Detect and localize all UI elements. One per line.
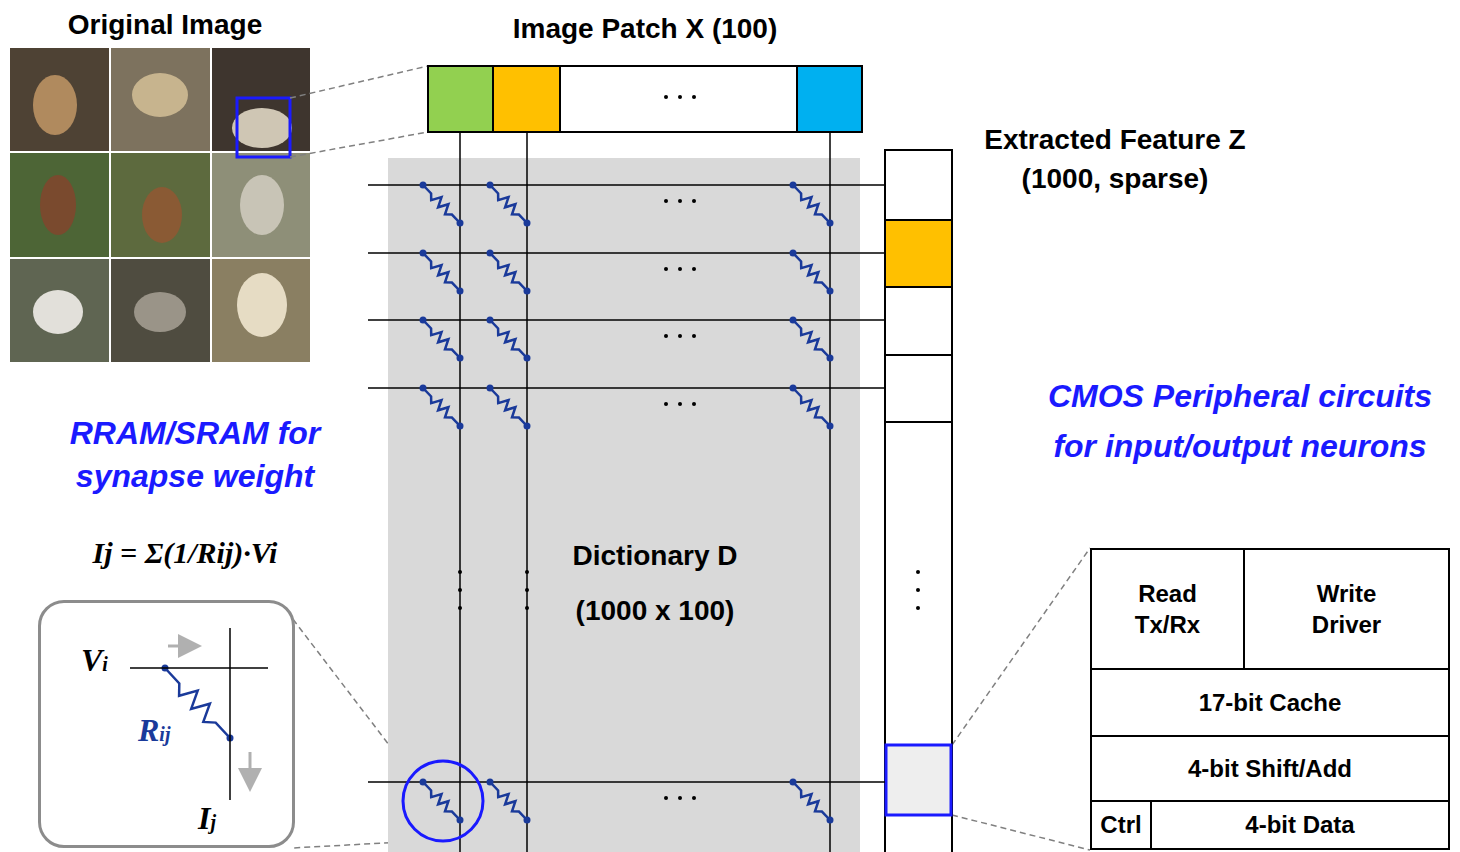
circuit-block: Read Tx/Rx [1090,548,1245,670]
photo-grid [10,48,310,362]
terminal-dot [827,355,834,362]
image-caption: Original Image [10,8,320,42]
terminal-dot [827,817,834,824]
resistor-symbol [423,388,460,426]
resistor-symbol [423,320,460,358]
resistor-symbol [165,668,230,738]
circuit-block: Write Driver [1243,548,1450,670]
terminal-dot [487,317,494,324]
resistor-symbol [490,782,527,820]
resistor-symbol [423,253,460,291]
node-text: 4-bit Data [1245,809,1354,840]
resistor-symbol [490,185,527,223]
terminal-dot [420,182,427,189]
terminal-dot [420,779,427,786]
terminal-dot [487,182,494,189]
resistor-symbol [793,320,830,358]
node-text: 4-bit Shift/Add [1188,753,1352,784]
vector-title: Image Patch X (100) [420,12,870,46]
terminal-dot [487,250,494,257]
node-text: 17-bit Cache [1199,687,1342,718]
circuit-block: 4-bit Data [1150,800,1450,850]
vector-title: Extracted Feature Z (1000, sparse) [950,120,1280,198]
annotation-note: CMOS Peripheral circuits for input/outpu… [1035,372,1445,471]
resistor-symbol [793,388,830,426]
resistor-symbol [490,253,527,291]
circuit-block: Ctrl [1090,800,1152,850]
terminal-dot [790,250,797,257]
node-text: Write Driver [1282,578,1412,640]
highlight-circle [403,761,483,841]
terminal-dot [827,288,834,295]
terminal-dot [487,385,494,392]
ellipsis-dots [458,199,696,800]
terminal-dot [524,288,531,295]
terminal-dot [827,220,834,227]
node-text: Dictionary D (1000 x 100) [540,528,770,638]
terminal-dot [457,817,464,824]
terminal-dot [487,779,494,786]
circuit-block: 4-bit Shift/Add [1090,735,1450,802]
terminal-dot [790,317,797,324]
terminal-dot [790,182,797,189]
circuit-block: 17-bit Cache [1090,668,1450,737]
equation-text: Ij = Σ(1/Rij)·Vi [25,535,345,571]
crossbar-ground [388,158,860,852]
terminal-dot [524,423,531,430]
annotation-note: RRAM/SRAM for synapse weight [20,412,370,498]
node-text: Ctrl [1100,809,1141,840]
resistor-symbols [162,182,834,824]
resistor-symbol [793,782,830,820]
terminal-dot [457,355,464,362]
terminal-dot [457,220,464,227]
feature-column [885,150,952,852]
terminal-dot [524,355,531,362]
resistor-symbol [793,253,830,291]
resistor-symbol [793,185,830,223]
node-text: Rij [138,711,170,753]
resistor-symbol [423,782,460,820]
terminal-dot [457,423,464,430]
resistor-symbol [423,185,460,223]
terminal-dot [524,817,531,824]
terminal-dot [420,317,427,324]
resistor-symbol [490,388,527,426]
node-text: Read Tx/Rx [1118,578,1218,640]
terminal-dot [790,779,797,786]
crossbar-wires [368,132,885,852]
terminal-dot [420,385,427,392]
terminal-dot [420,250,427,257]
inset-wires [130,628,268,800]
cell-inset: ViRijIj [38,600,295,848]
terminal-dot [524,220,531,227]
crossbar-array: Dictionary D (1000 x 100) [388,158,860,852]
resistor-symbol [490,320,527,358]
terminal-dot [827,423,834,430]
terminal-dot [790,385,797,392]
node-text: Vi [81,641,108,683]
node-text: Ij [198,799,216,841]
patch-bar [428,66,862,132]
terminal-dot [457,288,464,295]
